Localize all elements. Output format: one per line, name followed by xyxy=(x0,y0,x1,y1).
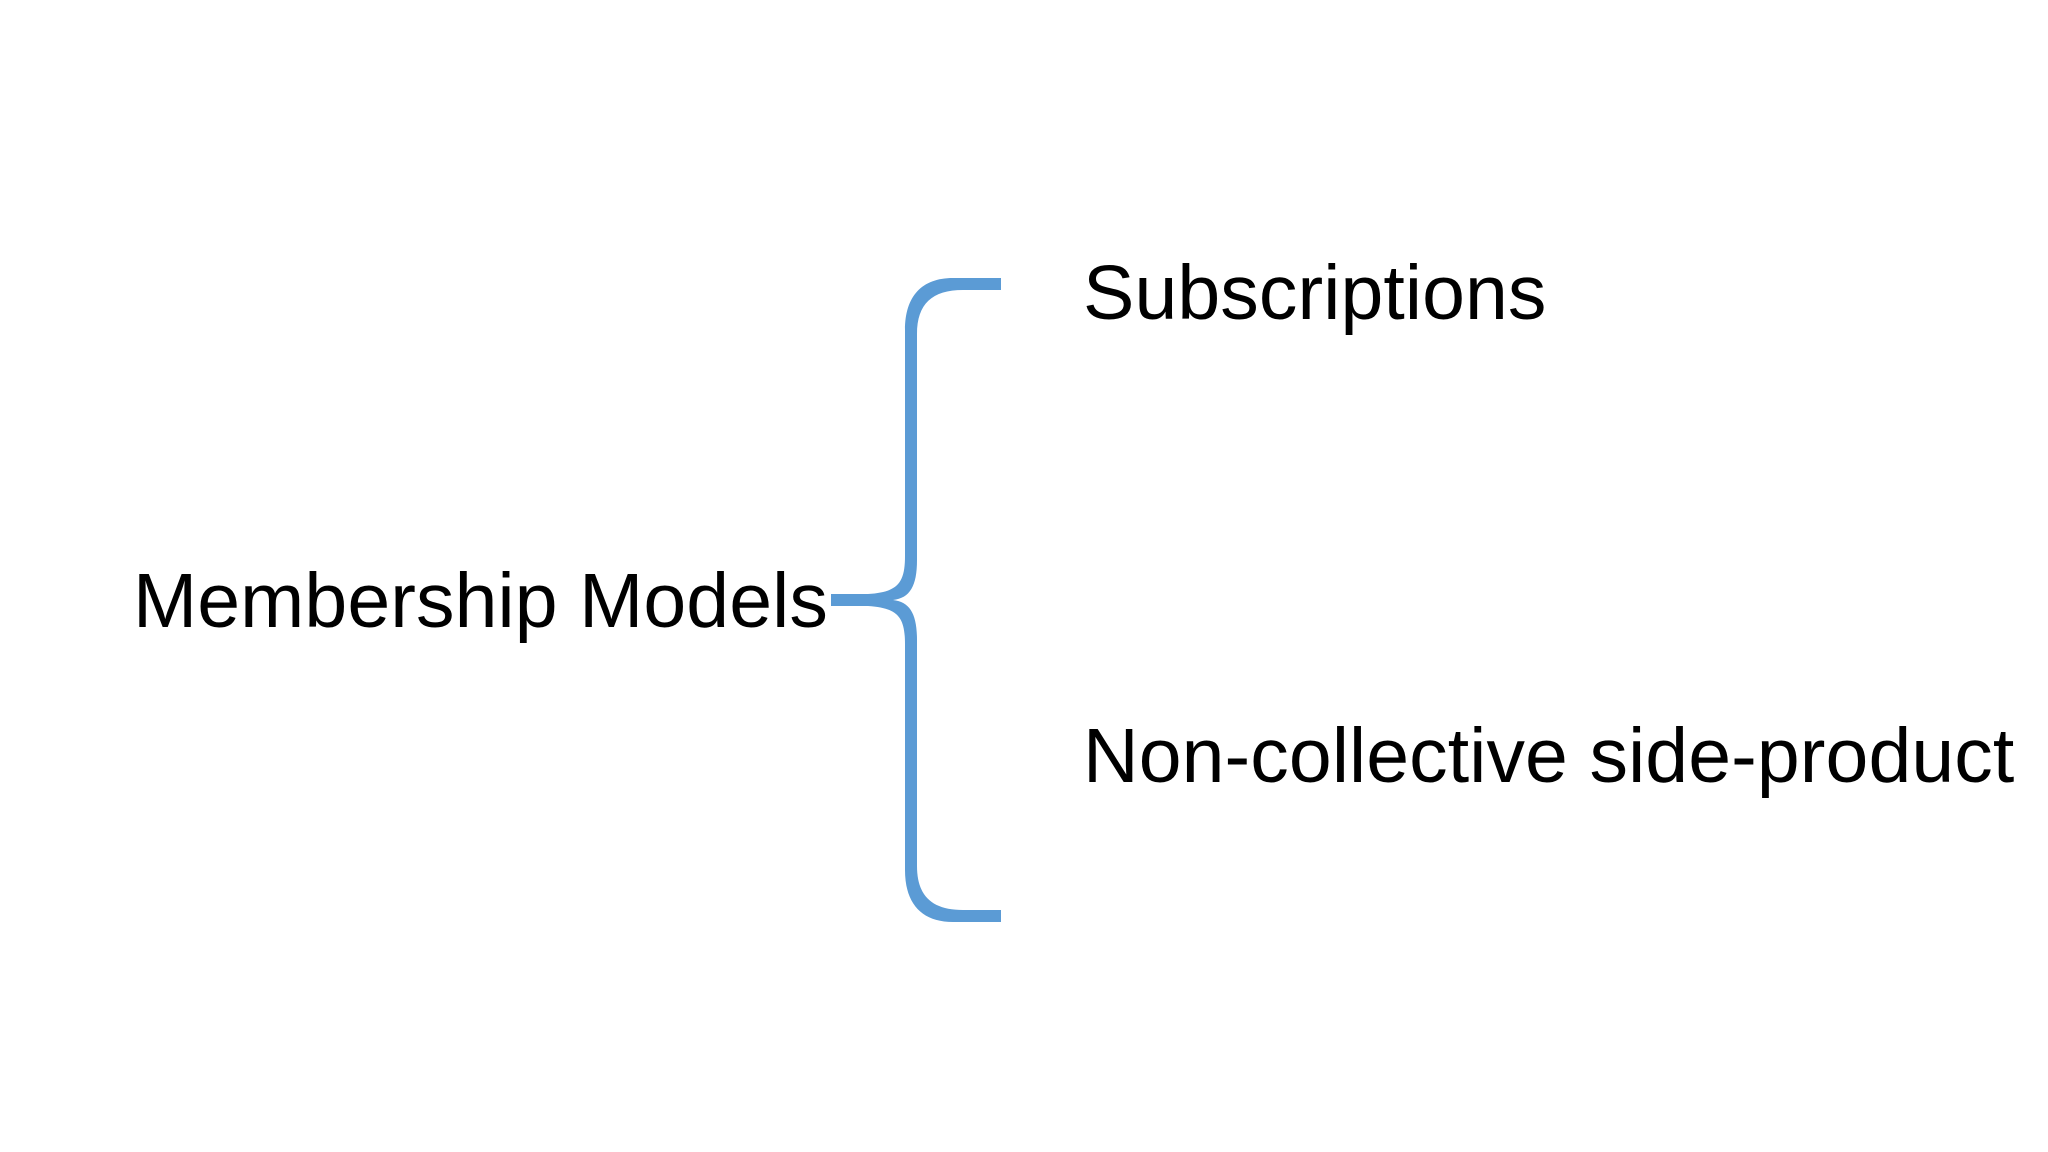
branch-label-non-collective-side-product: Non-collective side-product xyxy=(1083,713,2015,799)
root-node-label: Membership Models xyxy=(133,558,828,644)
branch-label-subscriptions: Subscriptions xyxy=(1083,250,1547,336)
curly-brace-icon xyxy=(831,278,1001,922)
brace-path-group xyxy=(831,278,1001,922)
